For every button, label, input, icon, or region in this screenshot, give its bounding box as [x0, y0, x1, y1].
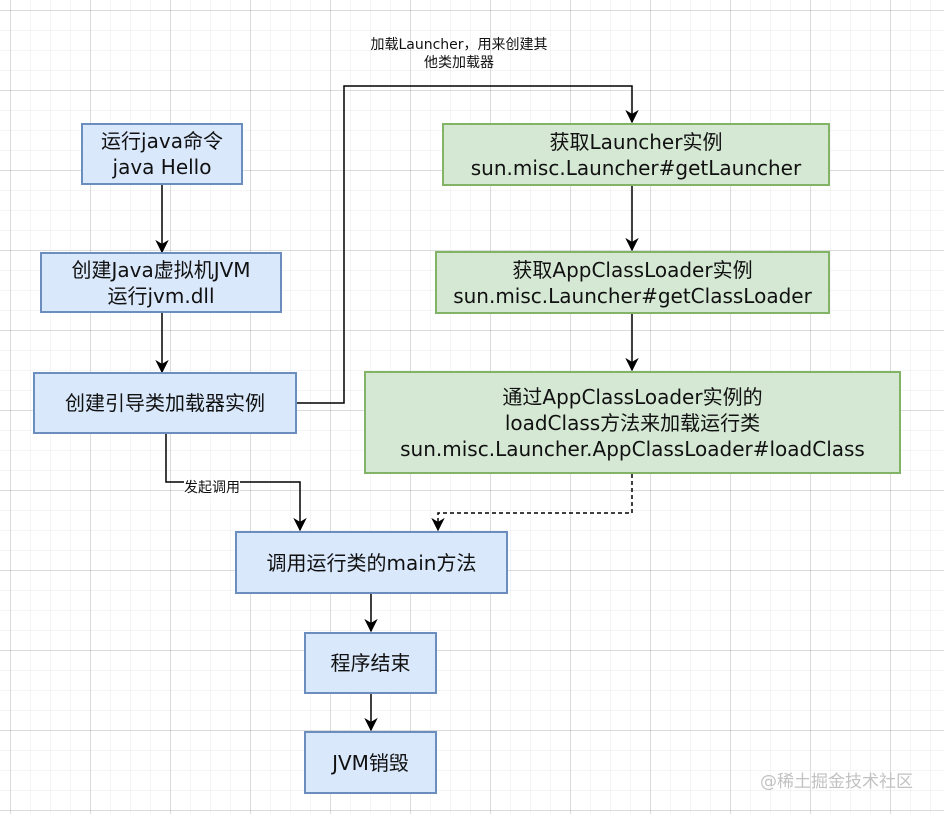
- watermark: @稀土掘金技术社区: [760, 772, 913, 792]
- edge-load-class-to-call-main: [431, 474, 633, 532]
- node-create-jvm: 创建Java虚拟机JVM 运行jvm.dll: [40, 252, 282, 313]
- node-get-app-class-loader-line1: 获取AppClassLoader实例: [512, 257, 753, 282]
- node-jvm-destroy-line1: JVM销毁: [332, 750, 409, 775]
- node-get-app-class-loader: 获取AppClassLoader实例 sun.misc.Launcher#get…: [435, 251, 830, 314]
- edge-label-invoke: 发起调用: [184, 479, 240, 497]
- node-load-class-line2: loadClass方法来加载运行类: [504, 410, 761, 435]
- node-create-jvm-line1: 创建Java虚拟机JVM: [71, 257, 251, 282]
- node-get-launcher-line1: 获取Launcher实例: [549, 129, 723, 154]
- node-program-end: 程序结束: [304, 632, 437, 694]
- node-call-main-method: 调用运行类的main方法: [235, 531, 508, 594]
- edge-label-load-launcher-line1: 加载Launcher，用来创建其: [370, 37, 548, 53]
- node-load-class: 通过AppClassLoader实例的 loadClass方法来加载运行类 su…: [364, 371, 901, 474]
- edge-label-load-launcher-line2: 他类加载器: [424, 55, 494, 71]
- node-load-class-line1: 通过AppClassLoader实例的: [502, 384, 763, 409]
- node-create-bootstrap-loader-line1: 创建引导类加载器实例: [65, 391, 265, 415]
- node-get-launcher: 获取Launcher实例 sun.misc.Launcher#getLaunch…: [442, 123, 830, 186]
- node-run-java-command: 运行java命令 java Hello: [81, 123, 243, 185]
- node-create-jvm-line2: 运行jvm.dll: [107, 283, 215, 308]
- node-run-java-command-line2: java Hello: [112, 155, 212, 179]
- node-create-bootstrap-loader: 创建引导类加载器实例: [33, 372, 297, 434]
- node-get-app-class-loader-line2: sun.misc.Launcher#getClassLoader: [453, 283, 812, 308]
- node-run-java-command-line1: 运行java命令: [101, 129, 223, 153]
- node-get-launcher-line2: sun.misc.Launcher#getLauncher: [470, 155, 802, 180]
- edge-bootstrap-to-get-launcher: [297, 85, 639, 404]
- node-program-end-line1: 程序结束: [330, 651, 411, 675]
- node-call-main-method-line1: 调用运行类的main方法: [266, 550, 477, 575]
- node-load-class-line3: sun.misc.Launcher.AppClassLoader#loadCla…: [400, 436, 865, 461]
- edge-label-load-launcher: 加载Launcher，用来创建其 他类加载器: [334, 36, 584, 72]
- node-jvm-destroy: JVM销毁: [304, 731, 437, 794]
